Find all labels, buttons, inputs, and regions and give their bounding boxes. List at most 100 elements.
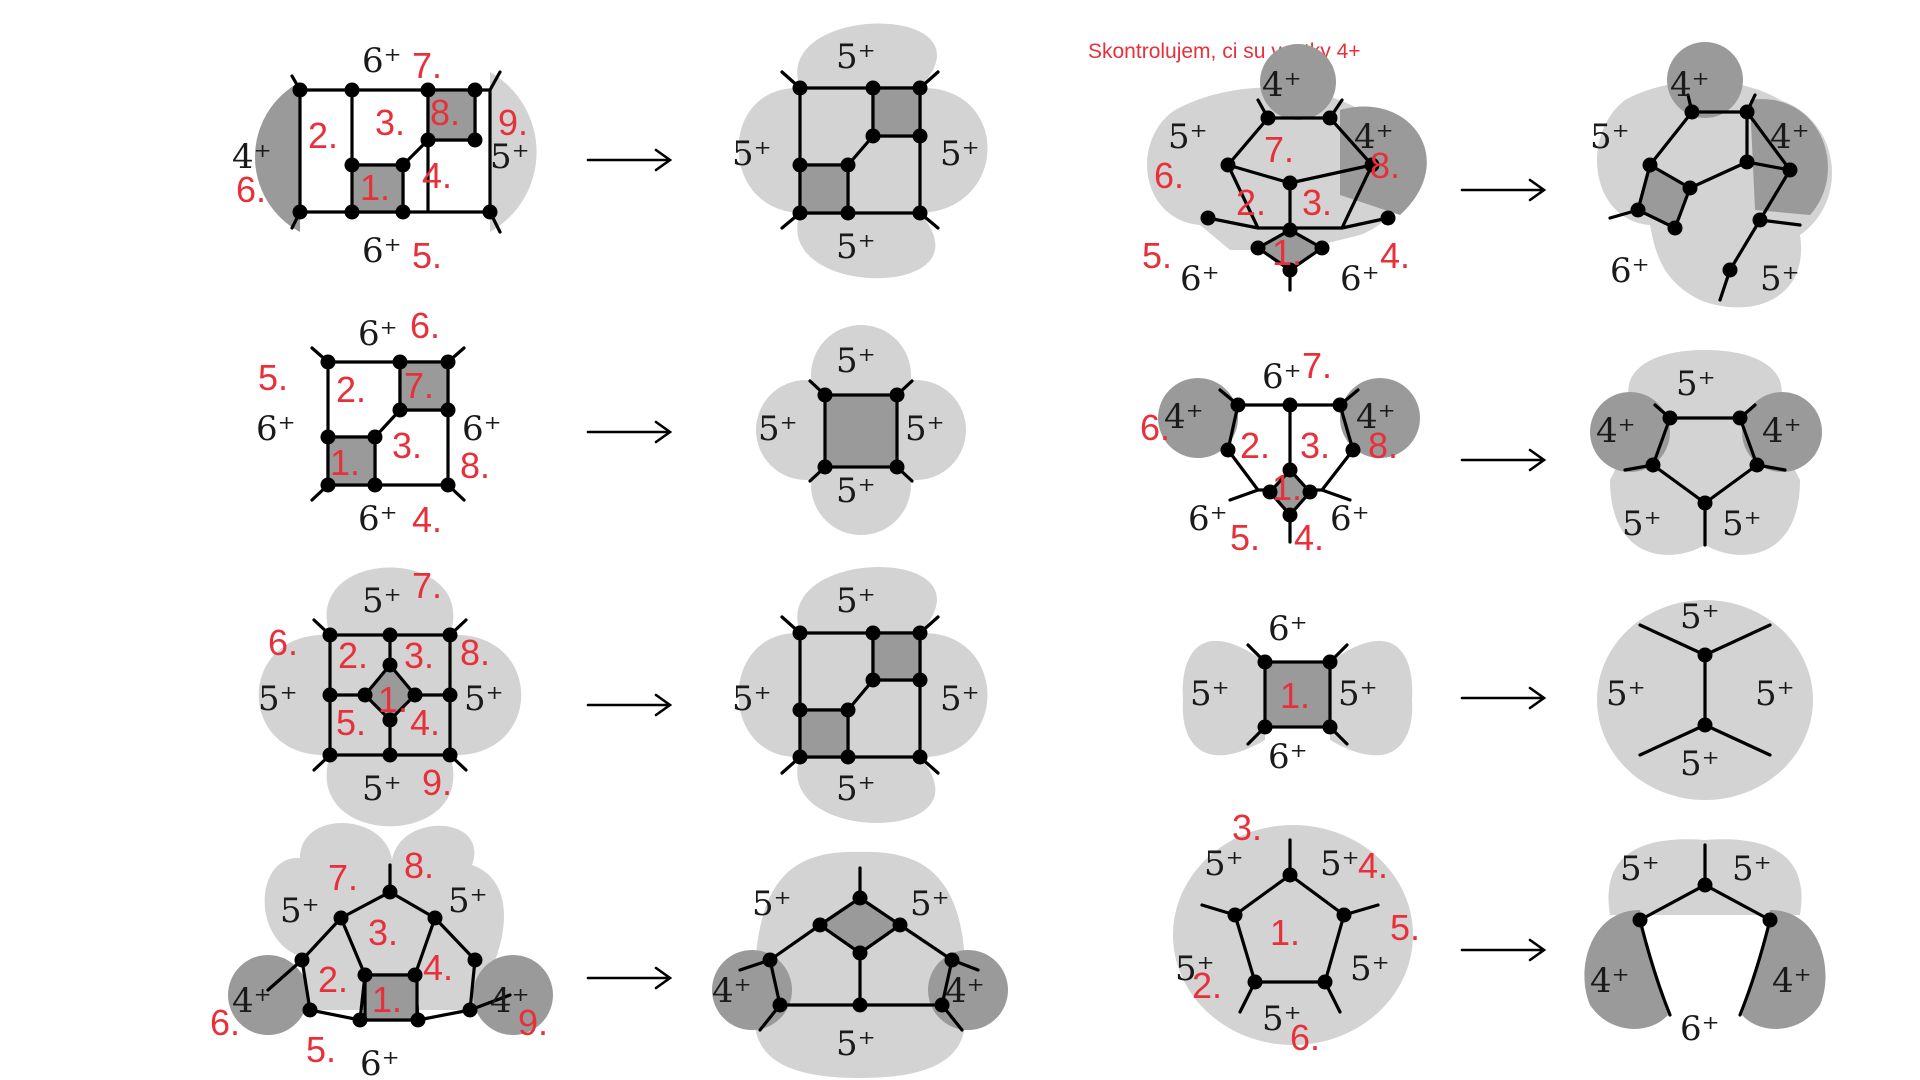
face-number: 7.: [1264, 129, 1294, 170]
face-number: 2.: [336, 369, 366, 410]
face-number: 4.: [410, 702, 440, 743]
square-face: [426, 88, 477, 142]
degree-label: 5⁺: [940, 679, 980, 719]
vertices: [792, 625, 928, 765]
vertices: [1697, 647, 1713, 733]
degree-label: 5⁺: [1622, 504, 1662, 544]
face-number: 2.: [1236, 182, 1266, 223]
degree-label: 5⁺: [1590, 117, 1630, 157]
face-number: 1.: [378, 679, 408, 720]
degree-label: 6⁺: [1262, 357, 1302, 397]
degree-label: 6⁺: [360, 1044, 400, 1080]
degree-label: 5⁺: [1320, 844, 1360, 884]
degree-label: 5⁺: [940, 134, 980, 174]
region-4plus: [473, 955, 553, 1035]
degree-label: 6⁺: [1180, 259, 1220, 299]
face-number: 4.: [423, 947, 453, 988]
reduction-arrow: [586, 966, 673, 990]
reduction-arrow: [1460, 448, 1547, 472]
region-4plus: [228, 955, 308, 1035]
degree-label: 5⁺: [836, 581, 876, 621]
face-number: 1.: [1280, 675, 1310, 716]
face-number: 5.: [258, 357, 288, 398]
region-5plus: [1610, 350, 1800, 555]
reduction-8-before: 5⁺ 5⁺ 5⁺ 5⁺ 5⁺ 1. 2. 3. 4. 5. 6.: [1173, 807, 1420, 1058]
degree-label: 5⁺: [1760, 259, 1800, 299]
degree-label: 4⁺: [1670, 65, 1710, 105]
square-face: [871, 631, 922, 682]
face-number: 1.: [372, 979, 402, 1020]
degree-label: 5⁺: [1676, 364, 1716, 404]
region-5plus: [490, 72, 537, 232]
region-5plus: [1173, 825, 1413, 1045]
region-5plus: [1182, 640, 1265, 756]
degree-label: 5⁺: [836, 1024, 876, 1064]
reduction-arrow: [586, 148, 673, 172]
degree-label: 5⁺: [1350, 949, 1390, 989]
face-number: 4.: [1294, 517, 1324, 558]
region-4plus: [1584, 910, 1668, 1029]
degree-label: 5⁺: [752, 884, 792, 924]
face-number: 4.: [1380, 235, 1410, 276]
face-number: 6.: [210, 1002, 240, 1043]
reduction-7-before: 6⁺ 5⁺ 5⁺ 6⁺ 1.: [1182, 609, 1413, 777]
face-number: 1.: [330, 442, 360, 483]
face-number: 6.: [1154, 155, 1184, 196]
degree-label: 6⁺: [362, 41, 402, 81]
vertices: [1257, 654, 1338, 735]
degree-label: 5⁺: [910, 884, 950, 924]
square-face: [1263, 660, 1332, 729]
degree-label: 4⁺: [1164, 397, 1204, 437]
degree-label: 6⁺: [1340, 259, 1380, 299]
face-number: 8.: [460, 632, 490, 673]
degree-label: 5⁺: [1620, 849, 1660, 889]
vertices: [294, 884, 483, 1028]
face-number: 8.: [460, 445, 490, 486]
square-face: [798, 708, 850, 759]
face-number: 2.: [1240, 425, 1270, 466]
degree-label: 5⁺: [758, 409, 798, 449]
face-number: 6.: [410, 305, 440, 346]
degree-label: 4⁺: [490, 981, 530, 1021]
region-4plus: [255, 82, 300, 232]
degree-label: 5⁺: [836, 227, 876, 267]
region-4plus: [1340, 378, 1420, 458]
face-number: 3.: [392, 425, 422, 466]
degree-label: 6⁺: [358, 499, 398, 539]
degree-label: 5⁺: [905, 409, 945, 449]
face-number: 5.: [1142, 235, 1172, 276]
face-number: 7.: [412, 45, 442, 86]
face-number: 1.: [1270, 912, 1300, 953]
reduction-2-after: 5⁺ 5⁺ 5⁺ 5⁺: [756, 325, 966, 535]
square-face: [350, 163, 405, 214]
degree-label: 5⁺: [362, 769, 402, 809]
vertices: [817, 387, 905, 475]
degree-label: 6⁺: [1188, 499, 1228, 539]
face-number: 6.: [236, 169, 266, 210]
face-number: 3.: [1302, 182, 1332, 223]
face-number: 7.: [1302, 345, 1332, 386]
degree-label: 4⁺: [712, 971, 752, 1011]
reduction-5-before: 4⁺ 5⁺ 4⁺ 6⁺ 6⁺ 1. 2. 3. 4. 5. 6. 7. 8.: [1142, 44, 1427, 299]
face-number: 7.: [328, 857, 358, 898]
face-number: 4.: [1358, 845, 1388, 886]
face-number: 1.: [1272, 232, 1302, 273]
degree-label: 5⁺: [1204, 844, 1244, 884]
region-4plus: [1260, 44, 1336, 120]
face-number: 4.: [422, 155, 452, 196]
face-number: 8.: [430, 92, 460, 133]
degree-label: 4⁺: [1772, 961, 1812, 1001]
degree-label: 6⁺: [1680, 1009, 1720, 1049]
degree-label: 5⁺: [1732, 849, 1772, 889]
reduction-arrow: [1460, 178, 1547, 202]
degree-label: 4⁺: [1262, 65, 1302, 105]
face-number: 9.: [422, 762, 452, 803]
face-number: 5.: [1390, 907, 1420, 948]
region-4plus: [1750, 99, 1828, 215]
vertices: [1645, 410, 1765, 511]
degree-label: 5⁺: [732, 679, 772, 719]
face-number: 8.: [1370, 145, 1400, 186]
face-number: 8.: [404, 845, 434, 886]
reduction-3-before: 5⁺ 5⁺ 5⁺ 5⁺ 1. 2. 3. 4. 5. 6. 7. 8. 9.: [258, 565, 522, 827]
degree-label: 4⁺: [1770, 117, 1810, 157]
